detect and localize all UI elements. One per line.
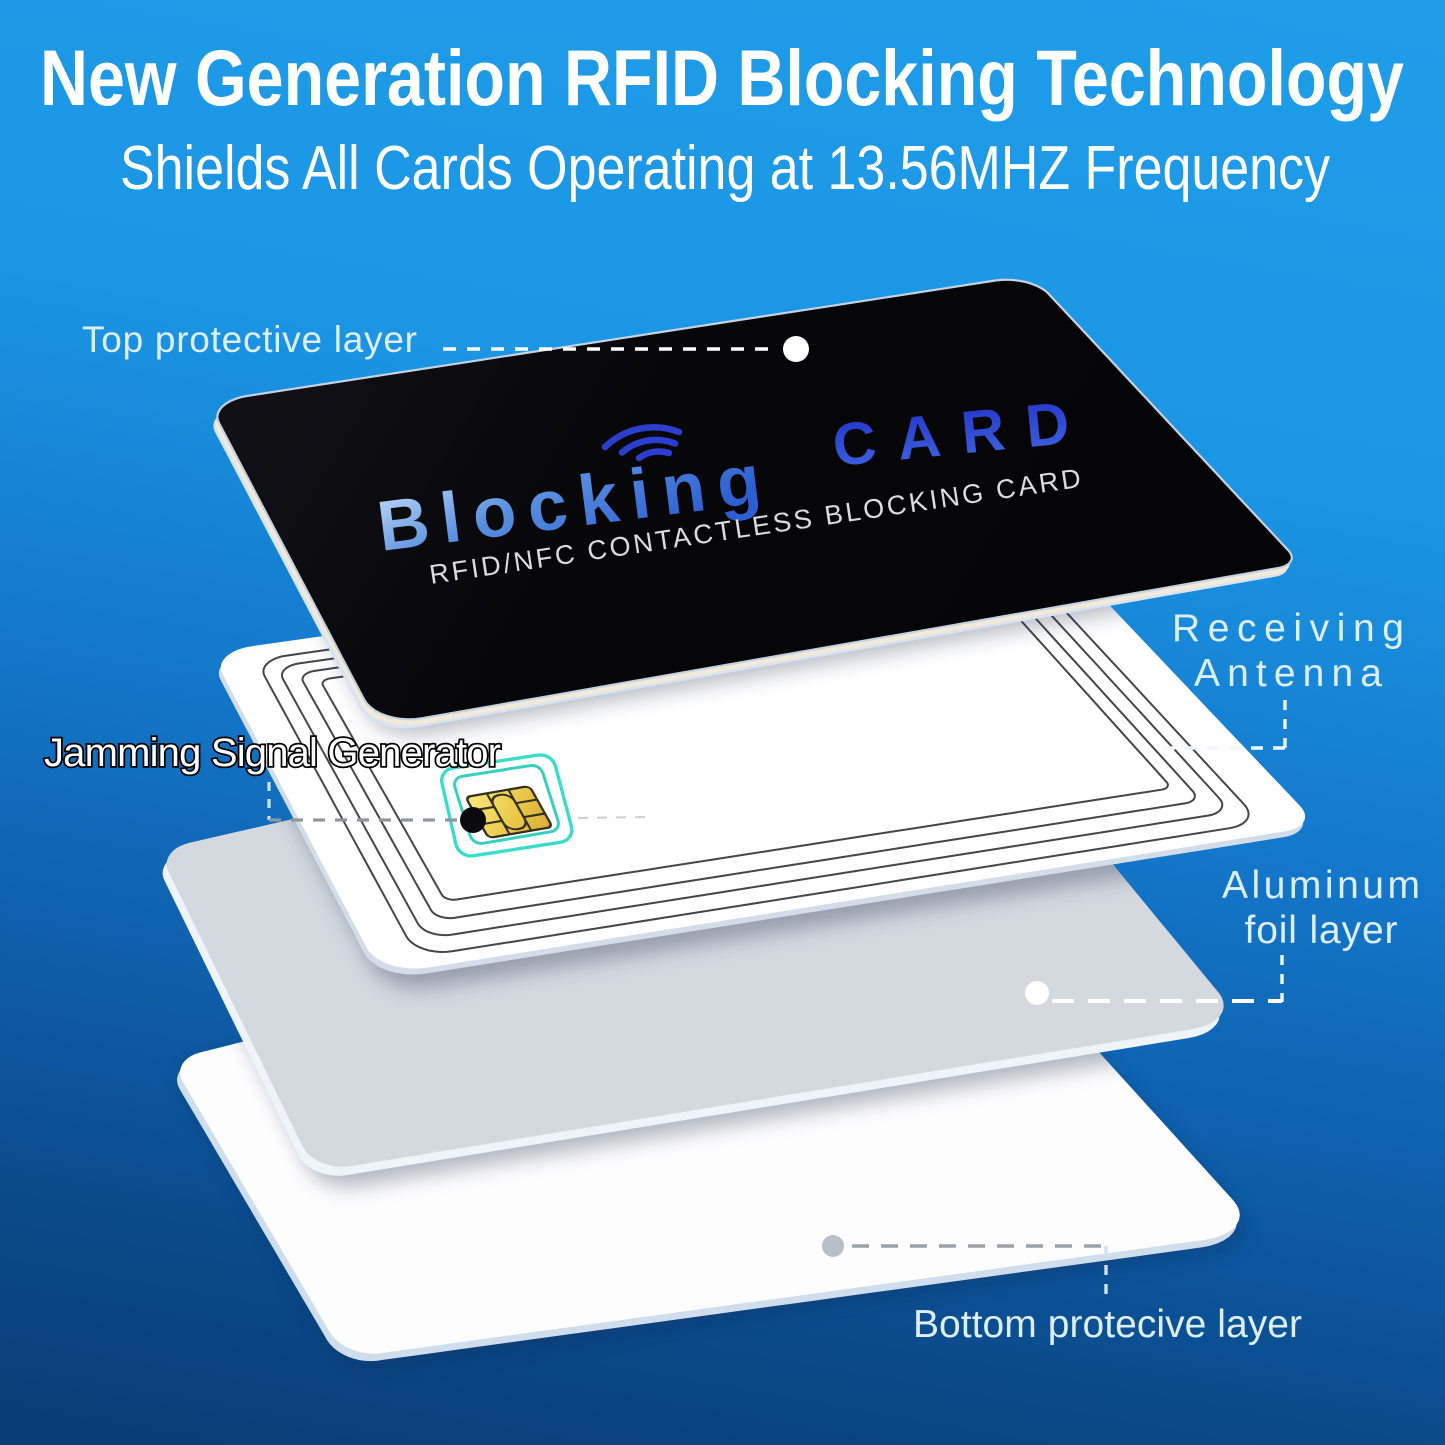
svg-text:foil layer: foil layer — [1245, 909, 1398, 952]
svg-text:Aluminum: Aluminum — [1222, 864, 1420, 907]
svg-text:Shields All Cards Operating at: Shields All Cards Operating at 13.56MHZ … — [120, 134, 1330, 203]
svg-text:Jamming Signal Generator: Jamming Signal Generator — [44, 731, 501, 775]
svg-text:Top protective layer: Top protective layer — [82, 319, 417, 360]
svg-text:New Generation RFID Blocking T: New Generation RFID Blocking Technology — [40, 33, 1404, 122]
svg-text:Bottom protecive layer: Bottom protecive layer — [913, 1303, 1302, 1346]
